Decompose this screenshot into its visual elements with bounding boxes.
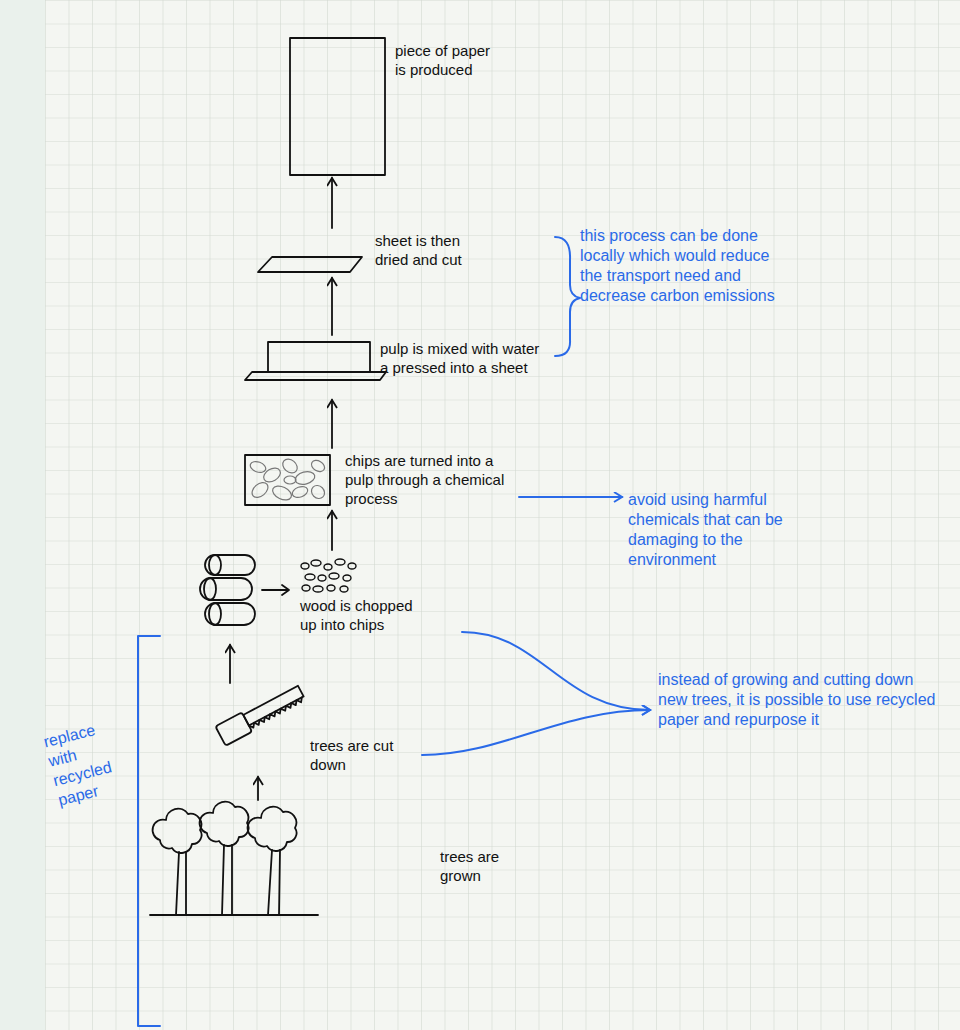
logs-icon — [200, 555, 255, 625]
annotation-text: this process can be done locally which w… — [580, 226, 785, 306]
drying-step: sheet is then dried and cut — [250, 228, 500, 278]
note-box: this process can be done locally which w… — [575, 222, 815, 352]
step-text: chips are turned into a pulp through a c… — [345, 452, 515, 508]
annotation-arrow — [422, 710, 650, 755]
pulping-step: chips are turned into a pulp through a c… — [240, 448, 519, 511]
wood-chips-icon — [301, 559, 356, 592]
flow-arrow — [331, 400, 333, 448]
saw-icon — [215, 683, 307, 746]
flow-arrow — [331, 511, 333, 550]
note-box: instead of growing and cutting down new … — [652, 665, 952, 760]
annotation-text: avoid using harmful chemicals that can b… — [628, 490, 818, 570]
grid-paper — [45, 0, 960, 1030]
annotation-arrow — [519, 496, 622, 498]
pulp-icon — [245, 455, 330, 505]
flow-arrow — [331, 278, 333, 335]
step-text: sheet is then dried and cut — [375, 232, 495, 270]
note-box: avoid using harmful chemicals that can b… — [622, 485, 822, 585]
local-brace — [555, 237, 580, 356]
paper-sheet-icon — [290, 38, 385, 175]
step-text: trees are cut down — [310, 737, 400, 775]
annotation-text: instead of growing and cutting down new … — [658, 670, 943, 730]
growing-step: trees are grown — [155, 800, 530, 920]
chipping-step: wood is chopped up into chips — [195, 550, 460, 645]
recycle-bracket — [138, 636, 160, 1026]
flow-arrow — [331, 178, 333, 228]
flow-arrow — [257, 777, 259, 800]
step-text: trees are grown — [440, 848, 520, 886]
step-text: wood is chopped up into chips — [300, 597, 430, 635]
trees-icon — [150, 802, 318, 915]
wet-sheet-icon — [258, 257, 362, 272]
grid-lines — [45, 0, 960, 1030]
cutting-step: trees are cut down — [210, 683, 420, 777]
press-icon — [245, 342, 386, 380]
pressing-step: pulp is mixed with water a pressed into … — [245, 335, 549, 400]
annotation-arrow — [462, 632, 650, 710]
step-text: pulp is mixed with water a pressed into … — [380, 340, 545, 378]
flow-arrow — [229, 645, 231, 683]
step-text: piece of paper is produced — [395, 42, 494, 80]
paper-step: piece of paper is produced — [285, 35, 494, 178]
chop-arrow — [262, 585, 289, 595]
